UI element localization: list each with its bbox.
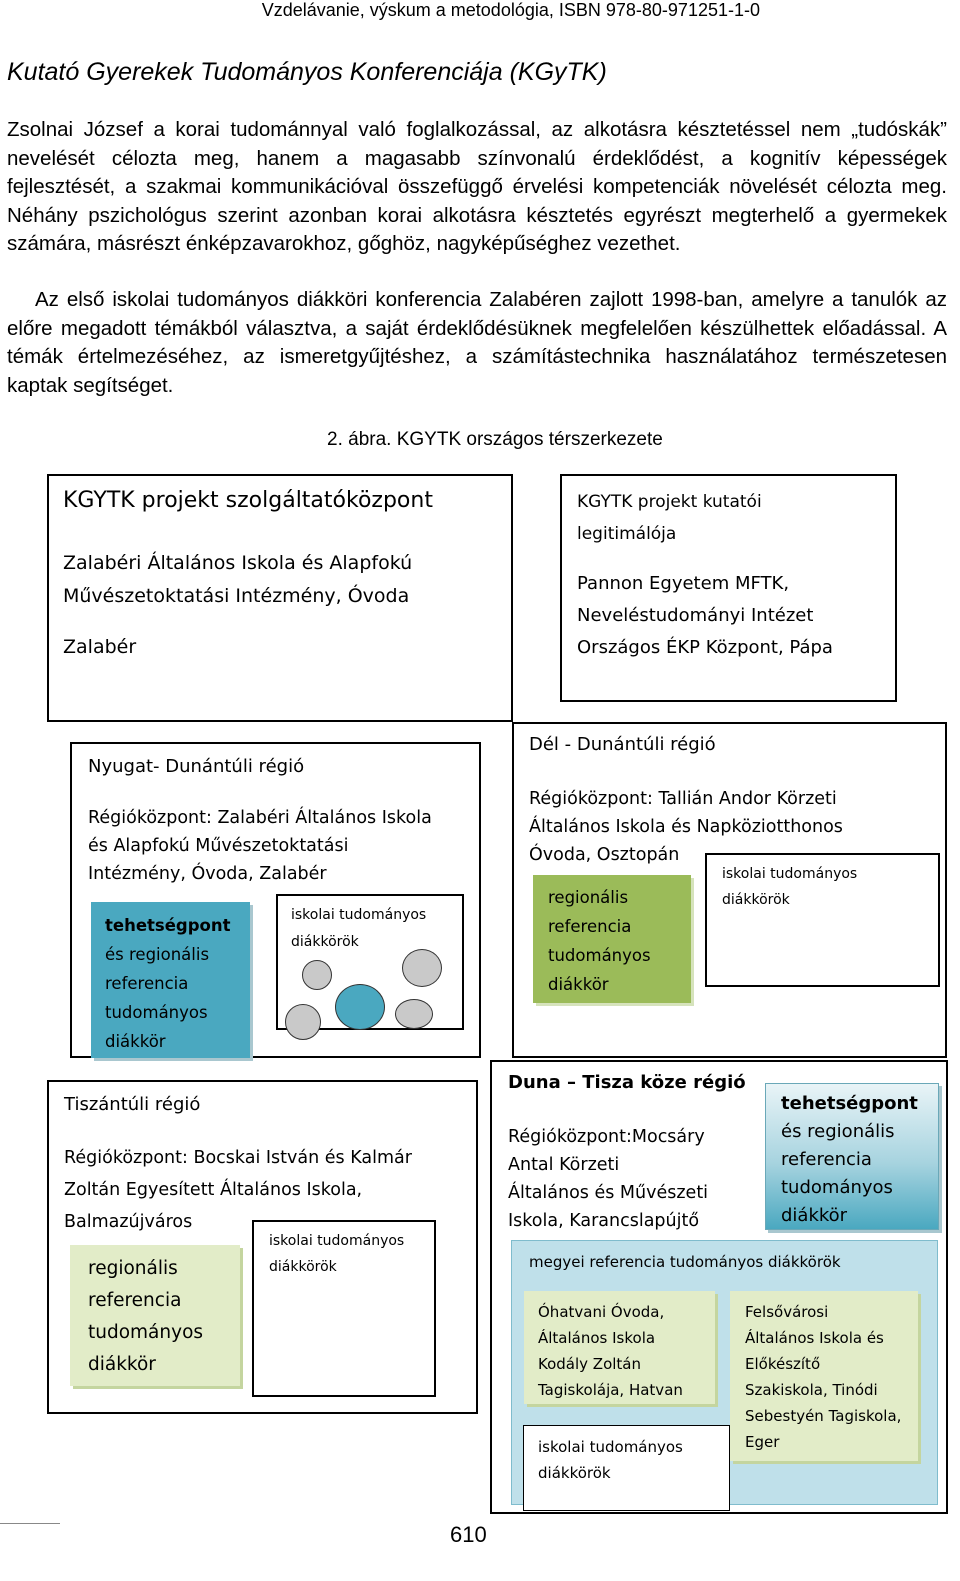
school-eger-text: Felsővárosi Általános Iskola és Előkészí… bbox=[745, 1303, 902, 1451]
footer-rule bbox=[0, 1523, 60, 1524]
south-body: Régióközpont: Tallián Andor Körzeti Álta… bbox=[529, 789, 843, 865]
west-body: Régióközpont: Zalabéri Általános Iskola … bbox=[88, 808, 432, 884]
west-circles-label: iskolai tudományos diákkörök bbox=[291, 907, 427, 950]
east-regional-circle: regionális referencia tudományos diákkör bbox=[70, 1245, 240, 1386]
duna-talent-point: tehetségpont és regionális referencia tu… bbox=[765, 1083, 939, 1230]
school-hatvan-box: Óhatvani Óvoda, Általános Iskola Kodály … bbox=[524, 1291, 715, 1404]
legitimizer-title: KGYTK projekt kutatói legitimálója bbox=[577, 492, 762, 544]
south-title: Dél - Dunántúli régió bbox=[529, 734, 716, 755]
south-circles-box: iskolai tudományos diákkörök bbox=[705, 853, 940, 987]
legitimizer-body: Pannon Egyetem MFTK, Neveléstudományi In… bbox=[577, 573, 833, 658]
west-talent-bold: tehetségpont bbox=[105, 916, 231, 935]
duna-talent-text: és regionális referencia tudományos diák… bbox=[781, 1121, 895, 1226]
duna-title: Duna – Tisza köze régió bbox=[508, 1072, 746, 1093]
east-body: Régióközpont: Bocskai István és Kalmár Z… bbox=[64, 1148, 412, 1232]
section-heading: Kutató Gyerekek Tudományos Konferenciája… bbox=[7, 58, 607, 86]
west-title: Nyugat- Dunántúli régió bbox=[88, 756, 305, 777]
east-circles-label: iskolai tudományos diákkörök bbox=[269, 1233, 405, 1275]
center-box: KGYTK projekt szolgáltatóközpont Zalabér… bbox=[47, 474, 513, 722]
school-eger-box: Felsővárosi Általános Iskola és Előkészí… bbox=[730, 1291, 918, 1461]
paragraph-2: Az első iskolai tudományos diákköri konf… bbox=[7, 288, 947, 397]
duna-talent-bold: tehetségpont bbox=[781, 1093, 918, 1114]
school-hatvan-text: Óhatvani Óvoda, Általános Iskola Kodály … bbox=[538, 1303, 683, 1399]
center-title: KGYTK projekt szolgáltatóközpont bbox=[63, 488, 433, 513]
school-circle bbox=[395, 999, 433, 1029]
east-title: Tiszántúli régió bbox=[64, 1094, 201, 1115]
center-body: Zalabéri Általános Iskola és Alapfokú Mű… bbox=[63, 552, 413, 607]
west-talent-point: tehetségpont és regionális referencia tu… bbox=[91, 902, 250, 1058]
figure-caption: 2. ábra. KGYTK országos térszerkezete bbox=[327, 429, 663, 450]
county-label: megyei referencia tudományos diákkörök bbox=[529, 1253, 841, 1271]
south-regional-text: regionális referencia tudományos diákkör bbox=[548, 888, 651, 994]
page-number: 610 bbox=[450, 1522, 487, 1547]
talent-circle bbox=[335, 984, 385, 1030]
west-circles-box: iskolai tudományos diákkörök bbox=[276, 894, 464, 1040]
running-header: Vzdelávanie, výskum a metodológia, ISBN … bbox=[261, 0, 760, 20]
school-circle bbox=[285, 1004, 321, 1040]
south-circles-label: iskolai tudományos diákkörök bbox=[722, 866, 858, 908]
center-place: Zalabér bbox=[63, 636, 137, 658]
duna-circles-box: iskolai tudományos diákkörök bbox=[523, 1425, 730, 1511]
east-regional-text: regionális referencia tudományos diákkör bbox=[88, 1258, 204, 1375]
school-circle bbox=[402, 949, 442, 987]
duna-circles-label: iskolai tudományos diákkörök bbox=[538, 1438, 683, 1482]
school-circle bbox=[302, 960, 332, 990]
legitimizer-box: KGYTK projekt kutatói legitimálója Panno… bbox=[560, 474, 897, 702]
east-circles-box: iskolai tudományos diákkörök bbox=[252, 1220, 436, 1397]
south-regional-circle: regionális referencia tudományos diákkör bbox=[533, 875, 691, 1003]
duna-body: Régióközpont:Mocsáry Antal Körzeti Által… bbox=[508, 1127, 709, 1231]
paragraph-1: Zsolnai József a korai tudománnyal való … bbox=[7, 118, 947, 255]
west-talent-text: és regionális referencia tudományos diák… bbox=[105, 945, 210, 1051]
